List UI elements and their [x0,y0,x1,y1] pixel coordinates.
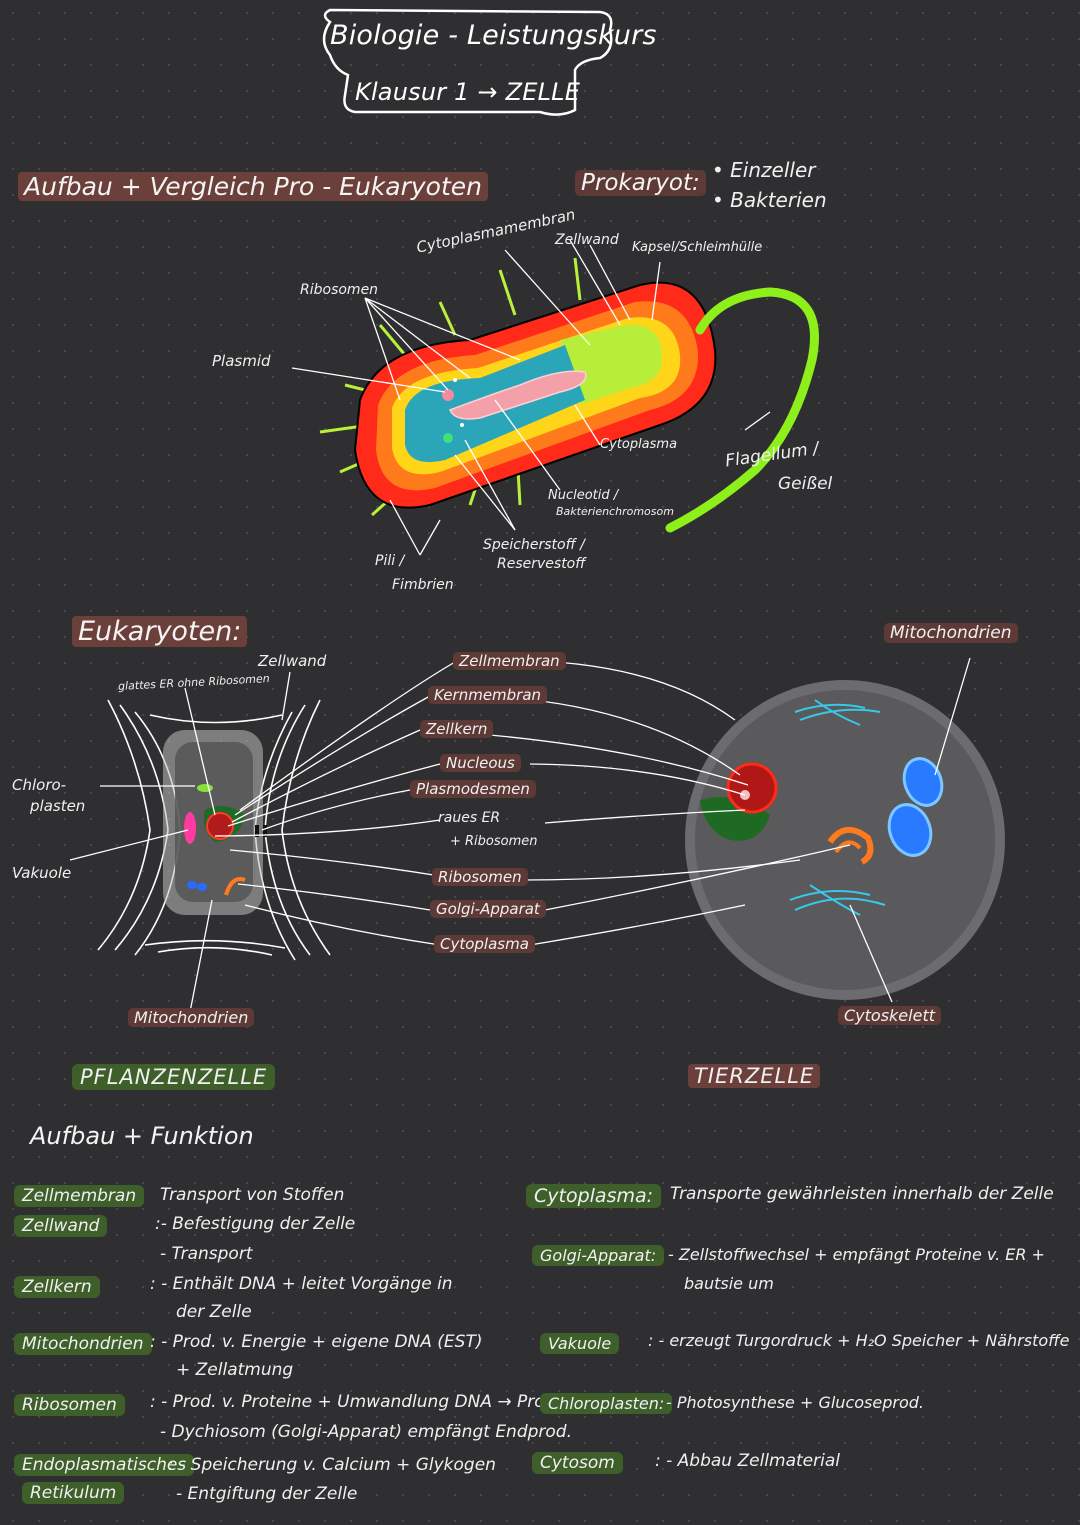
title-line1: Biologie - Leistungskurs [330,20,657,51]
label-vakuole: Vakuole [12,864,72,882]
term-mitochondrien: Mitochondrien [14,1333,152,1355]
desc-zellkern-2: der Zelle [176,1302,252,1322]
desc-golgi-1: - Zellstoffwechsel + empfängt Proteine v… [668,1245,1045,1264]
term-zellkern: Zellkern [14,1276,100,1298]
label-nucleous: Nucleous [440,754,521,772]
label-er-ribosomen: + Ribosomen [450,834,538,849]
label-pflanzenzelle: PFLANZENZELLE [72,1064,276,1090]
label-zellmembran: Zellmembran [453,652,566,670]
term-er-1: Endoplasmatisches [14,1454,195,1476]
label-nucleoid-2: Bakterienchromosom [556,505,674,518]
desc-cytoplasma: Transporte gewährleisten innerhalb der Z… [670,1184,1054,1204]
title-frame [322,8,613,116]
label-chloro-2: plasten [30,797,86,815]
desc-cytosom: : - Abbau Zellmaterial [655,1451,840,1471]
desc-vakuole: : - erzeugt Turgordruck + H₂O Speicher +… [648,1331,1070,1350]
label-kapsel: Kapsel/Schleimhülle [632,240,763,255]
label-kernmembran: Kernmembran [428,686,548,704]
term-vakuole: Vakuole [540,1333,620,1354]
term-zellmembran: Zellmembran [14,1185,145,1207]
prokaryote-cell [291,239,819,556]
label-ribosomen-pro: Ribosomen [300,282,379,298]
animal-cell [685,657,1005,1003]
desc-er-1: : - Speicherung v. Calcium + Glykogen [168,1455,496,1475]
term-golgi: Golgi-Apparat: [532,1245,665,1266]
desc-er-2: - Entgiftung der Zelle [176,1484,358,1504]
funktion-heading: Aufbau + Funktion [30,1122,254,1150]
desc-chloroplasten: - Photosynthese + Glucoseprod. [666,1393,924,1412]
label-mito-left: Mitochondrien [128,1008,255,1027]
label-cytoplasma-pro: Cytoplasma [600,437,678,452]
label-golgi: Golgi-Apparat [430,900,546,918]
desc-mito-2: + Zellatmung [176,1360,294,1380]
label-tierzelle: TIERZELLE [688,1064,821,1088]
term-cytosom: Cytosom [532,1452,623,1474]
prokaryote-heading: Aufbau + Vergleich Pro - Eukaryoten [18,172,488,201]
term-cytoplasma: Cytoplasma: [526,1184,662,1208]
desc-ribo-1: : - Prod. v. Proteine + Umwandlung DNA →… [150,1392,578,1412]
term-zellwand: Zellwand [14,1215,108,1237]
label-pili-1: Pili / [375,553,405,569]
term-er-2: Retikulum [22,1482,125,1504]
plant-cell [97,699,331,961]
desc-mito-1: : - Prod. v. Energie + eigene DNA (EST) [150,1332,483,1352]
eukaryote-pointers [69,659,851,1013]
label-zellkern: Zellkern [420,720,494,738]
desc-golgi-2: bautsie um [684,1274,774,1293]
desc-zellwand-2: - Transport [160,1244,253,1264]
desc-zellkern-1: : - Enthält DNA + leitet Vorgänge in [150,1274,453,1294]
label-chloro-1: Chloro- [12,776,67,794]
eukaryote-heading: Eukaryoten: [72,616,248,647]
prokaryot-label: Prokaryot: [575,170,706,196]
label-zellwand-pro: Zellwand [555,232,619,248]
desc-zellmembran: Transport von Stoffen [160,1185,345,1205]
label-raues-er: raues ER [438,810,501,826]
prokaryot-fact-1: • Einzeller [712,158,816,182]
label-pili-2: Fimbrien [392,577,454,593]
label-speicher-2: Reservestoff [497,556,586,572]
label-flagellum-2: Geißel [778,474,833,494]
term-chloroplasten: Chloroplasten: [540,1393,673,1414]
term-ribosomen: Ribosomen [14,1394,125,1416]
label-ribosomen-euk: Ribosomen [432,868,528,886]
desc-zellwand-1: :- Befestigung der Zelle [155,1214,356,1234]
label-cytoplasma-euk: Cytoplasma [434,935,535,953]
prokaryot-fact-2: • Bakterien [712,188,827,212]
label-nucleoid-1: Nucleotid / [548,488,619,503]
label-mito-right: Mitochondrien [884,623,1018,643]
desc-ribo-2: - Dychiosom (Golgi-Apparat) empfängt End… [160,1422,573,1442]
title-line2: Klausur 1 → ZELLE [355,78,581,106]
label-zellwand-euk: Zellwand [258,652,327,670]
label-plasmid: Plasmid [212,352,271,370]
label-speicher-1: Speicherstoff / [483,537,585,553]
label-plasmodesmen: Plasmodesmen [410,780,536,798]
label-cytoskelett: Cytoskelett [838,1006,941,1025]
